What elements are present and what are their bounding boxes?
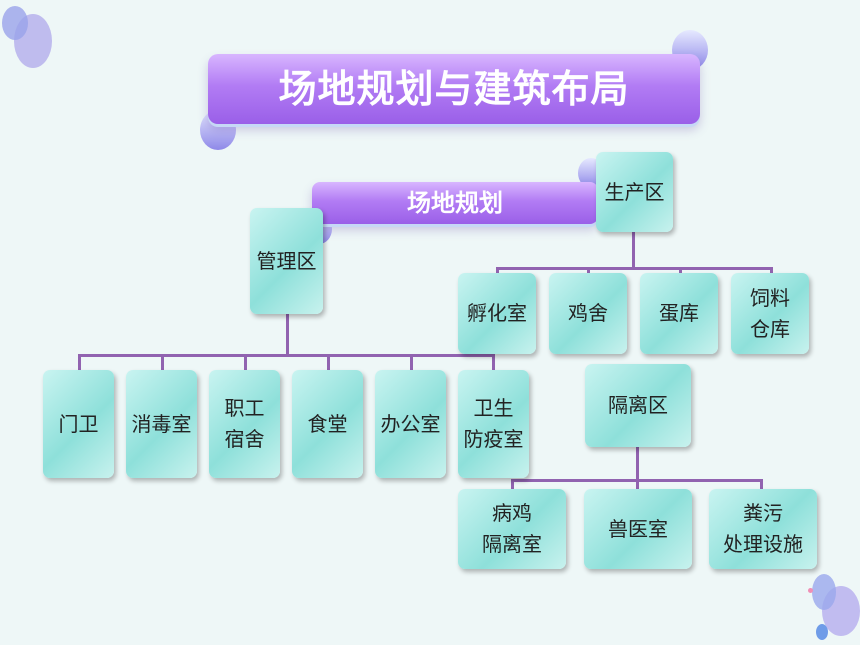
- node-disinfection-room: 消毒室: [126, 370, 197, 478]
- node-manure-facility: 粪污 处理设施: [709, 489, 817, 569]
- node-management-area: 管理区: [250, 208, 323, 314]
- connector-production-horizontal: [496, 267, 773, 270]
- subtitle-banner: 场地规划: [312, 182, 598, 224]
- node-henhouse: 鸡舍: [549, 273, 627, 354]
- connector-management-down: [286, 314, 289, 356]
- connector-staff-dorm: [244, 354, 247, 370]
- connector-management-horizontal: [78, 354, 495, 357]
- node-vet-room: 兽医室: [584, 489, 692, 569]
- decor-circle-top-left-small: [2, 6, 28, 40]
- node-feed-storage: 饲料 仓库: [731, 273, 809, 354]
- connector-feed-storage: [770, 267, 773, 273]
- connector-manure-facility: [760, 479, 763, 489]
- connector-sanitation: [492, 354, 495, 370]
- connector-disinfection: [161, 354, 164, 370]
- decor-circle-bottom-right-small: [816, 624, 828, 640]
- subtitle-text: 场地规划: [407, 189, 503, 217]
- connector-hatchery: [496, 267, 499, 273]
- connector-gate: [78, 354, 81, 370]
- node-office: 办公室: [375, 370, 446, 478]
- node-staff-dorm: 职工 宿舍: [209, 370, 280, 478]
- connector-isolation-down: [636, 447, 639, 481]
- connector-vet-room: [636, 479, 639, 489]
- connector-production-down: [632, 231, 635, 269]
- decor-dot-pink: [808, 588, 813, 593]
- connector-canteen: [327, 354, 330, 370]
- node-egg-storage: 蛋库: [640, 273, 718, 354]
- node-isolation-area: 隔离区: [585, 364, 691, 447]
- node-gate: 门卫: [43, 370, 114, 478]
- decor-circle-bottom-right-mid: [812, 574, 836, 610]
- connector-office: [410, 354, 413, 370]
- title-banner: 场地规划与建筑布局: [208, 54, 700, 124]
- node-canteen: 食堂: [292, 370, 363, 478]
- connector-sick-isolation: [511, 479, 514, 489]
- page-title: 场地规划与建筑布局: [278, 67, 630, 111]
- node-hatchery: 孵化室: [458, 273, 536, 354]
- node-sanitation-room: 卫生 防疫室: [458, 370, 529, 478]
- connector-henhouse: [587, 267, 590, 273]
- connector-egg-storage: [679, 267, 682, 273]
- node-sick-chicken-isolation: 病鸡 隔离室: [458, 489, 566, 569]
- node-production-area: 生产区: [596, 152, 673, 232]
